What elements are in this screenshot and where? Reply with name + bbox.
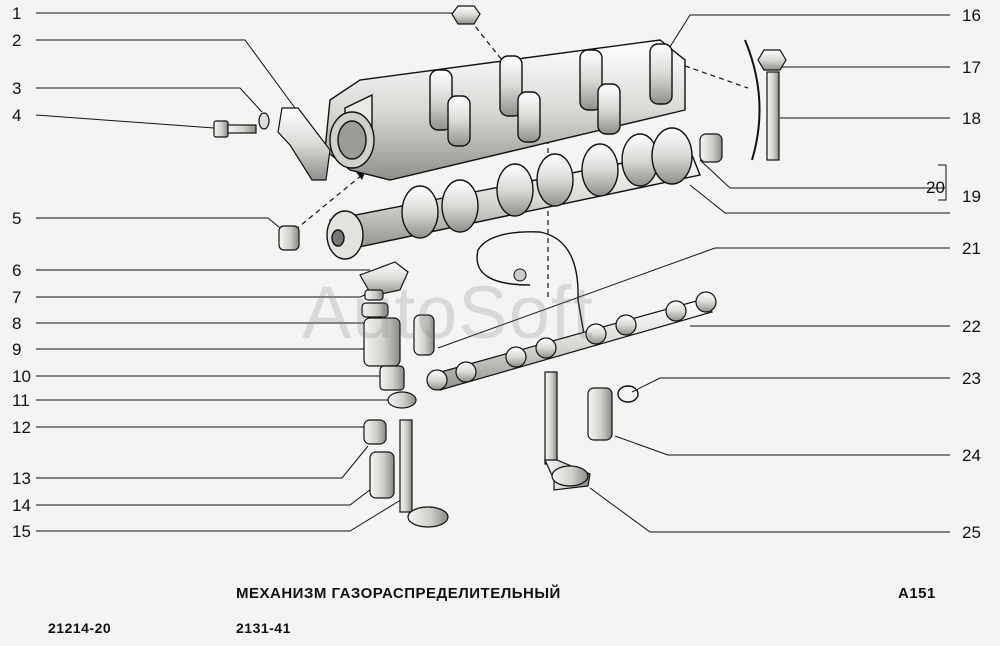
leader-lines-left [35, 12, 455, 532]
camshaft [326, 127, 701, 260]
nut-top [451, 5, 481, 25]
callout-19: 19 [962, 187, 981, 206]
callout-4: 4 [12, 106, 22, 125]
valve-guide [587, 387, 613, 441]
camshaft-housing [324, 39, 686, 181]
rocker-bar [426, 291, 717, 391]
callout-17: 17 [962, 58, 981, 77]
callout-3: 3 [12, 79, 22, 98]
callout-5: 5 [12, 209, 22, 228]
engine-model: 2131-41 [236, 620, 291, 636]
callout-12: 12 [12, 418, 31, 437]
exhaust-valve [544, 371, 591, 491]
callout-15: 15 [12, 522, 31, 541]
callout-8: 8 [12, 314, 22, 333]
bushing [278, 225, 300, 251]
assembly-dashed-lines [294, 19, 749, 300]
callout-18: 18 [962, 109, 981, 128]
washer [258, 112, 270, 130]
oil-tube [476, 231, 586, 341]
valve-spring-assembly [361, 289, 417, 409]
callout-7: 7 [12, 288, 22, 307]
stud [766, 71, 780, 161]
callout-16: 16 [962, 6, 981, 25]
callout-20: 20 [926, 178, 945, 197]
o-ring [617, 385, 639, 403]
diagram-code: A151 [898, 585, 936, 602]
valve-guide-left [369, 451, 395, 499]
callout-6: 6 [12, 261, 22, 280]
hydraulic-adjuster [413, 314, 435, 356]
watermark: AutoSoft [302, 271, 594, 354]
callout-22: 22 [962, 317, 981, 336]
thrust-plate [277, 107, 331, 181]
bolt [213, 120, 257, 138]
callout-21: 21 [962, 239, 981, 258]
plug [699, 133, 723, 163]
valve-stem-seal [363, 419, 387, 445]
leader-lines-right [437, 14, 950, 533]
intake-valve [399, 419, 449, 528]
callout-25: 25 [962, 523, 981, 542]
housing-edge-arc [744, 39, 761, 161]
callout-11: 11 [12, 391, 30, 410]
diagram-title: МЕХАНИЗМ ГАЗОРАСПРЕДЕЛИТЕЛЬНЫЙ [236, 585, 561, 602]
callout-2: 2 [12, 31, 22, 50]
callout-13: 13 [12, 469, 31, 488]
callout-24: 24 [962, 446, 981, 465]
callout-23: 23 [962, 369, 981, 388]
callout-14: 14 [12, 496, 31, 515]
callout-1: 1 [12, 4, 22, 23]
callout-9: 9 [12, 340, 22, 359]
callout-10: 10 [12, 367, 31, 386]
vehicle-model: 21214-20 [48, 620, 112, 636]
stud-nut [757, 49, 787, 71]
